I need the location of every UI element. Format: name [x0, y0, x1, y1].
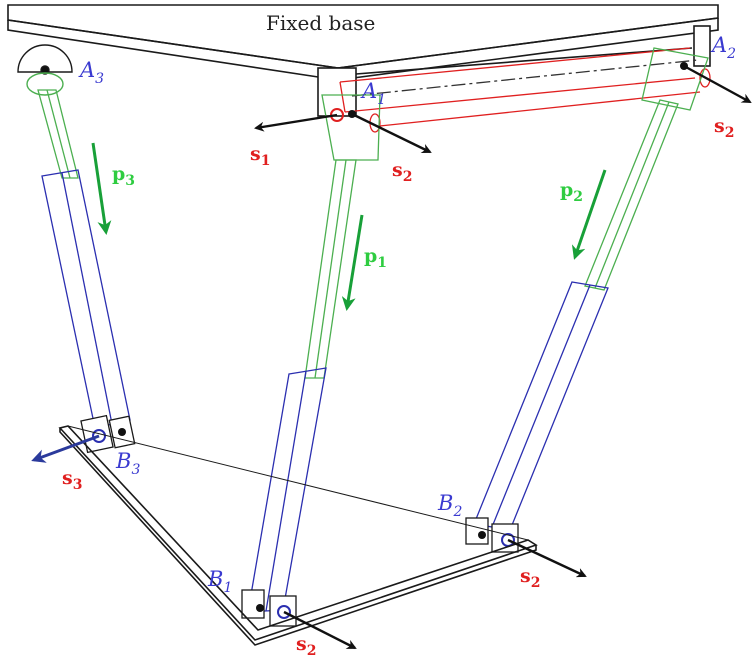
label-s2-at-a2: s2	[714, 115, 734, 141]
s-arrows	[254, 64, 752, 650]
moving-platform	[58, 425, 538, 646]
label-a1: A1	[360, 79, 386, 108]
label-b1: B1	[207, 567, 232, 596]
label-s1-at-a1: s1	[250, 143, 270, 169]
label-p1: p1	[364, 245, 387, 271]
leg-1	[241, 94, 381, 627]
label-b2: B2	[437, 491, 462, 520]
s3-arrow	[31, 434, 100, 463]
label-s3-at-b3: s3	[62, 467, 82, 493]
label-a2: A2	[710, 33, 736, 62]
red-link-a1-a2	[339, 47, 711, 133]
leg-3	[37, 89, 136, 454]
leg-2	[465, 47, 709, 553]
label-a3: A3	[78, 58, 104, 87]
spherical-joint-a3	[17, 44, 73, 96]
label-p3: p3	[112, 163, 135, 189]
fixed-base-label: Fixed base	[266, 11, 375, 35]
label-s2-at-b1: s2	[296, 633, 316, 659]
label-s2-at-b2: s2	[520, 565, 540, 591]
label-s2-at-a1: s2	[392, 159, 412, 185]
p-arrows	[91, 142, 607, 311]
label-p2: p2	[560, 179, 583, 205]
label-b3: B3	[115, 449, 140, 478]
